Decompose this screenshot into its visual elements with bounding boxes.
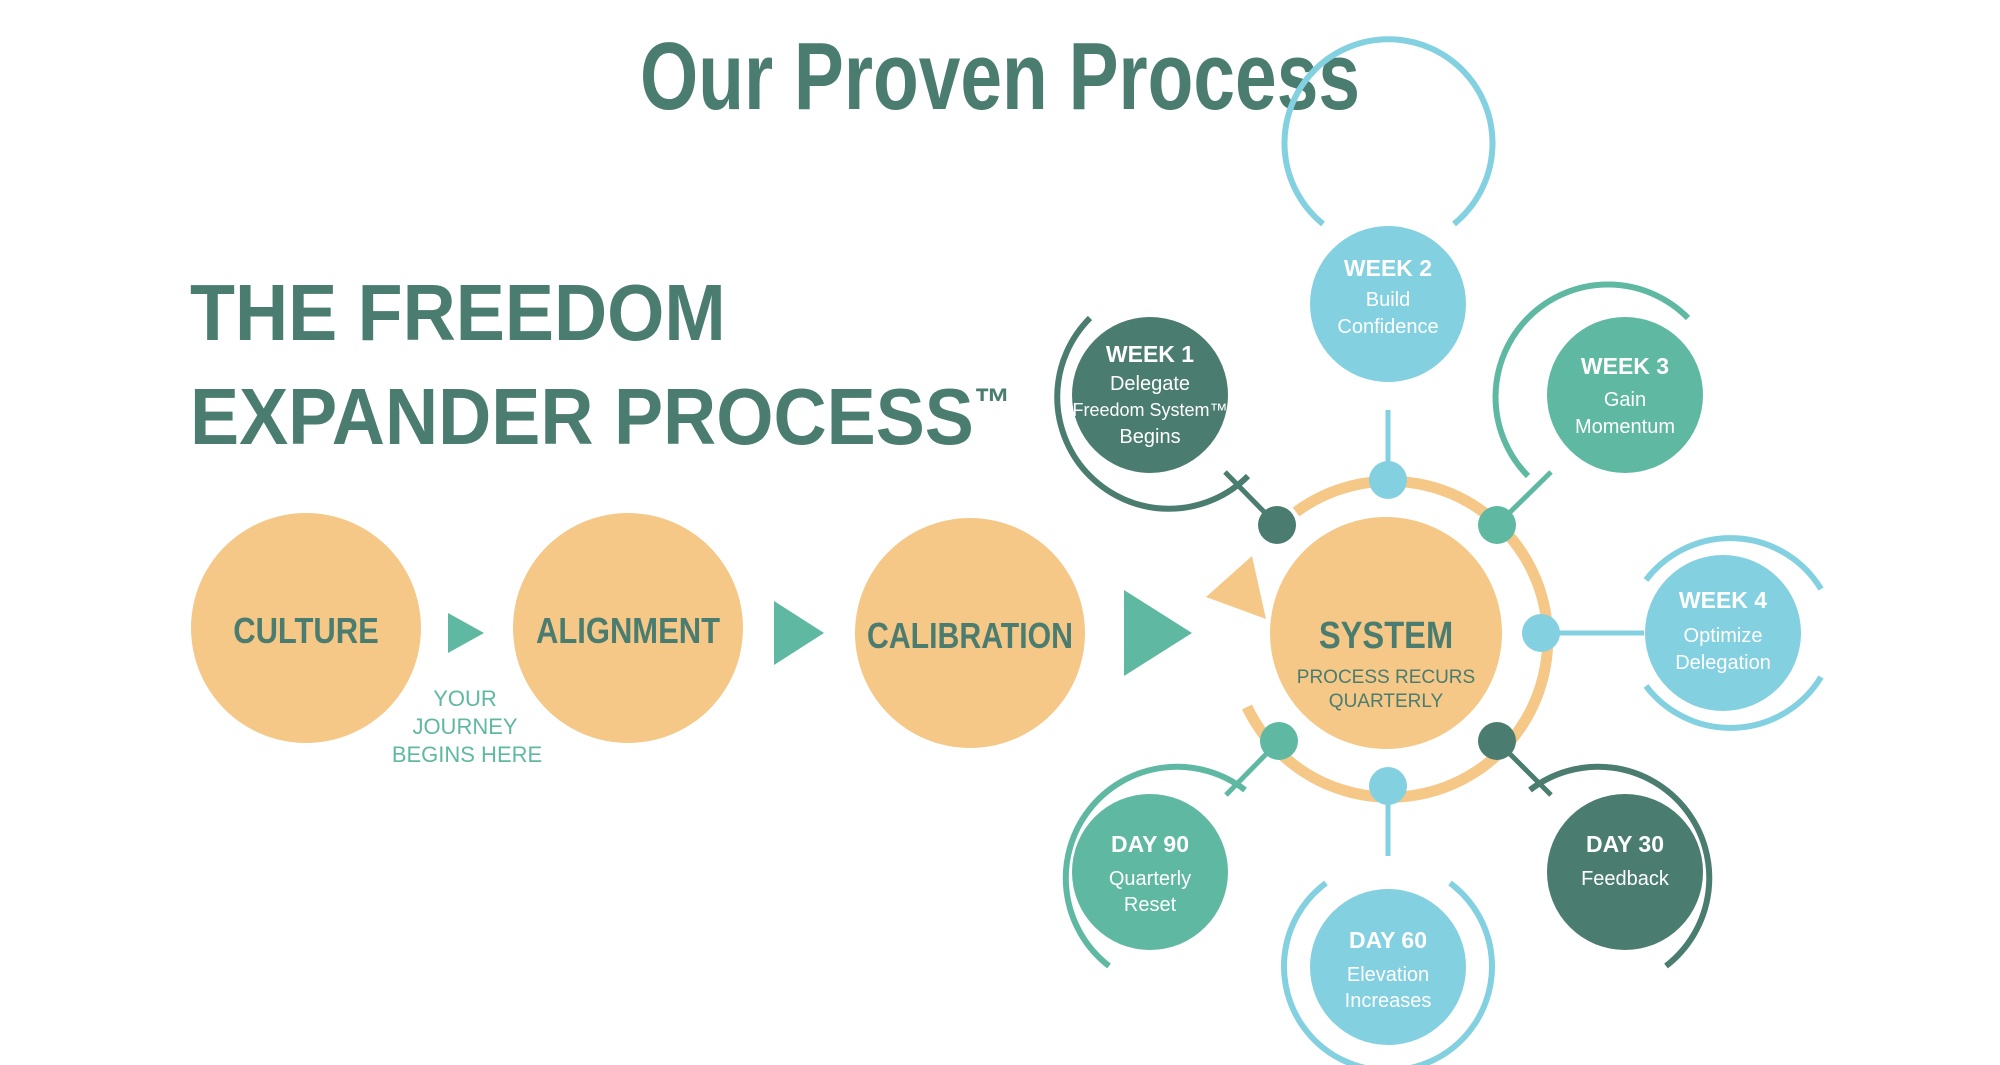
milestone-week1-title: WEEK 1: [1106, 341, 1194, 367]
process-heading: THE FREEDOM EXPANDER PROCESS™: [190, 268, 1011, 462]
milestone-day30: DAY 30 Feedback: [1528, 763, 1713, 969]
milestone-week2-circle: [1310, 226, 1466, 382]
milestone-day90-title: DAY 90: [1111, 831, 1189, 857]
milestone-week3-line2: Momentum: [1575, 416, 1675, 438]
journey-note: YOUR JOURNEY BEGINS HERE: [392, 686, 542, 767]
milestone-week4-title: WEEK 4: [1679, 587, 1767, 613]
page-title: Our Proven Process: [640, 23, 1360, 130]
stage-calibration: CALIBRATION: [855, 518, 1085, 748]
system-sub-line1: PROCESS RECURS: [1297, 667, 1475, 688]
arrow-3: [1124, 590, 1192, 676]
stage-culture: CULTURE: [191, 513, 421, 743]
dot-week3: [1478, 506, 1516, 544]
milestone-day30-arc: [1528, 763, 1713, 969]
milestone-day30-title: DAY 30: [1586, 831, 1664, 857]
ring-dots: [1258, 461, 1560, 805]
process-heading-line2: EXPANDER PROCESS: [190, 372, 974, 461]
milestone-week4-circle: [1645, 555, 1801, 711]
system-ring-arrowhead: [1206, 556, 1266, 619]
milestone-day60: DAY 60 Elevation Increases: [1281, 880, 1495, 1065]
process-heading-line1: THE FREEDOM: [190, 268, 726, 357]
milestone-day90-line1: Quarterly: [1109, 868, 1191, 890]
dot-day30: [1478, 722, 1516, 760]
milestone-week1-line2: Freedom System™: [1072, 400, 1227, 420]
trademark-mark: ™: [973, 381, 1011, 425]
arrow-2: [774, 601, 824, 665]
milestone-week1-circle: [1072, 317, 1228, 473]
milestone-day90-circle: [1072, 794, 1228, 950]
milestone-week4-arc: [1643, 535, 1824, 591]
stage-alignment-label: ALIGNMENT: [536, 612, 720, 652]
journey-note-line3: BEGINS HERE: [392, 742, 542, 767]
milestone-week2-line1: Build: [1366, 289, 1410, 311]
milestone-day90-arc: [1062, 763, 1247, 969]
stage-alignment: ALIGNMENT: [513, 513, 743, 743]
dot-week4: [1522, 614, 1560, 652]
milestone-day90: DAY 90 Quarterly Reset: [1062, 763, 1247, 969]
dot-day90: [1260, 722, 1298, 760]
stage-calibration-label: CALIBRATION: [867, 617, 1073, 657]
milestone-week3-line1: Gain: [1604, 389, 1646, 411]
stage-alignment-circle: [513, 513, 743, 743]
system-circle: [1270, 517, 1502, 749]
milestone-week3: WEEK 3 Gain Momentum: [1492, 281, 1703, 479]
milestone-day60-title: DAY 60: [1349, 927, 1427, 953]
dot-week1: [1258, 506, 1296, 544]
dot-day60: [1369, 767, 1407, 805]
milestone-week2-line2: Confidence: [1337, 316, 1438, 338]
journey-note-line1: YOUR: [433, 686, 497, 711]
milestone-week1-line3: Begins: [1119, 426, 1180, 448]
milestone-week3-arc: [1492, 281, 1691, 479]
milestone-week1: WEEK 1 Delegate Freedom System™ Begins: [1054, 315, 1251, 512]
stage-calibration-circle: [855, 518, 1085, 748]
milestone-week1-line1: Delegate: [1110, 373, 1190, 395]
system-cycle: SYSTEM PROCESS RECURS QUARTERLY: [1206, 475, 1554, 803]
milestone-week3-circle: [1547, 317, 1703, 473]
milestone-week3-title: WEEK 3: [1581, 353, 1669, 379]
milestone-week4: WEEK 4 Optimize Delegation: [1643, 535, 1824, 731]
milestone-day60-arc: [1281, 880, 1495, 1065]
milestone-day90-line2: Reset: [1124, 894, 1177, 916]
milestone-day60-line2: Increases: [1345, 990, 1432, 1012]
milestone-week2-title: WEEK 2: [1344, 255, 1432, 281]
milestone-day60-circle: [1310, 889, 1466, 1045]
milestone-week1-arc: [1054, 315, 1251, 512]
milestone-week2-arc: [1281, 36, 1496, 227]
journey-note-line2: JOURNEY: [412, 714, 517, 739]
stage-culture-circle: [191, 513, 421, 743]
system-sub-line2: QUARTERLY: [1329, 691, 1444, 712]
milestone-week4-line2: Delegation: [1675, 652, 1771, 674]
milestone-week4-line1: Optimize: [1684, 625, 1763, 647]
stage-culture-label: CULTURE: [233, 612, 379, 652]
milestone-week4-arc-lower: [1643, 675, 1824, 731]
dot-week2: [1369, 461, 1407, 499]
milestone-week2: WEEK 2 Build Confidence: [1281, 36, 1496, 382]
system-ring-arc: [1242, 475, 1554, 803]
arrow-1: [448, 613, 484, 653]
system-label: SYSTEM: [1319, 614, 1453, 657]
milestone-day30-line1: Feedback: [1581, 868, 1670, 890]
milestone-day30-circle: [1547, 794, 1703, 950]
milestone-day60-line1: Elevation: [1347, 964, 1429, 986]
